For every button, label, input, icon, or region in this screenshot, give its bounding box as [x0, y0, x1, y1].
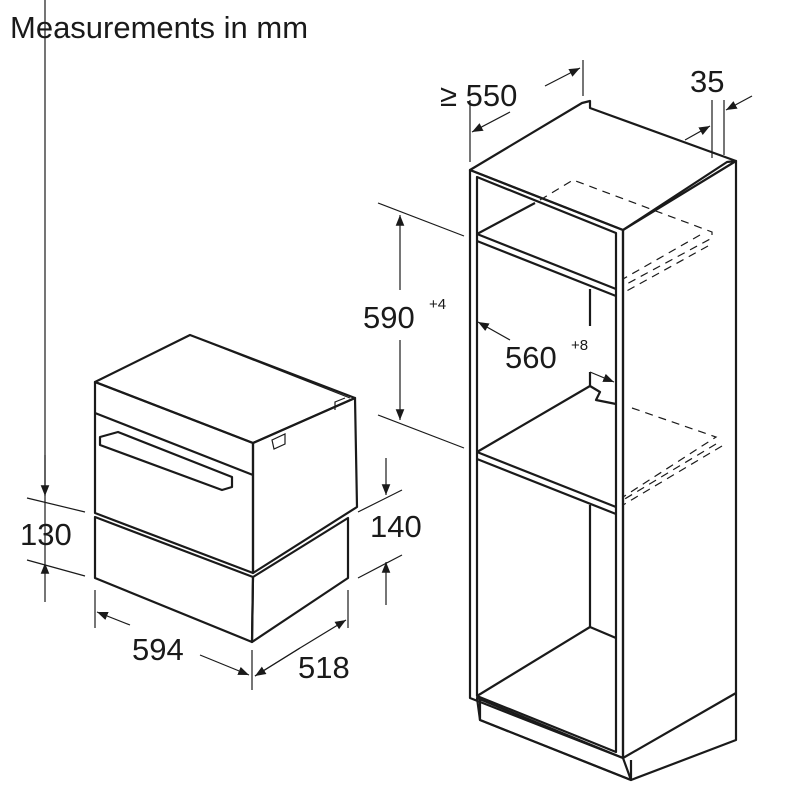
side-bracket: [271, 433, 286, 450]
door-handle: [98, 430, 234, 492]
drawer-front-height-label: 130: [20, 517, 72, 552]
control-panel-edge: [94, 411, 254, 477]
oven-drawing: [93, 333, 359, 644]
oven-front: [93, 380, 255, 575]
panel-thickness-label: 35: [690, 64, 724, 99]
page-title: Measurements in mm: [10, 10, 308, 45]
drawer-front: [93, 515, 255, 644]
oven-top: [93, 333, 357, 445]
cabinet-front-frame: [468, 168, 625, 760]
min-depth-label: ≥ 550: [440, 78, 517, 113]
niche-width-label: 560: [505, 340, 557, 375]
cabinet-side: [621, 159, 738, 760]
drawer-side: [250, 516, 350, 644]
cabinet-top: [468, 99, 738, 232]
niche-height-tolerance: +4: [429, 296, 446, 313]
oven-side: [251, 396, 359, 575]
cabinet-dimensions: [377, 60, 753, 449]
drawer-side-height-label: 140: [370, 509, 422, 544]
appliance-dimensions: [26, 0, 403, 690]
depth-label: 518: [298, 650, 350, 685]
width-label: 594: [132, 632, 184, 667]
niche-width-tolerance: +8: [571, 337, 588, 354]
cabinet-drawing: [468, 99, 738, 782]
niche-height-label: 590: [363, 300, 415, 335]
